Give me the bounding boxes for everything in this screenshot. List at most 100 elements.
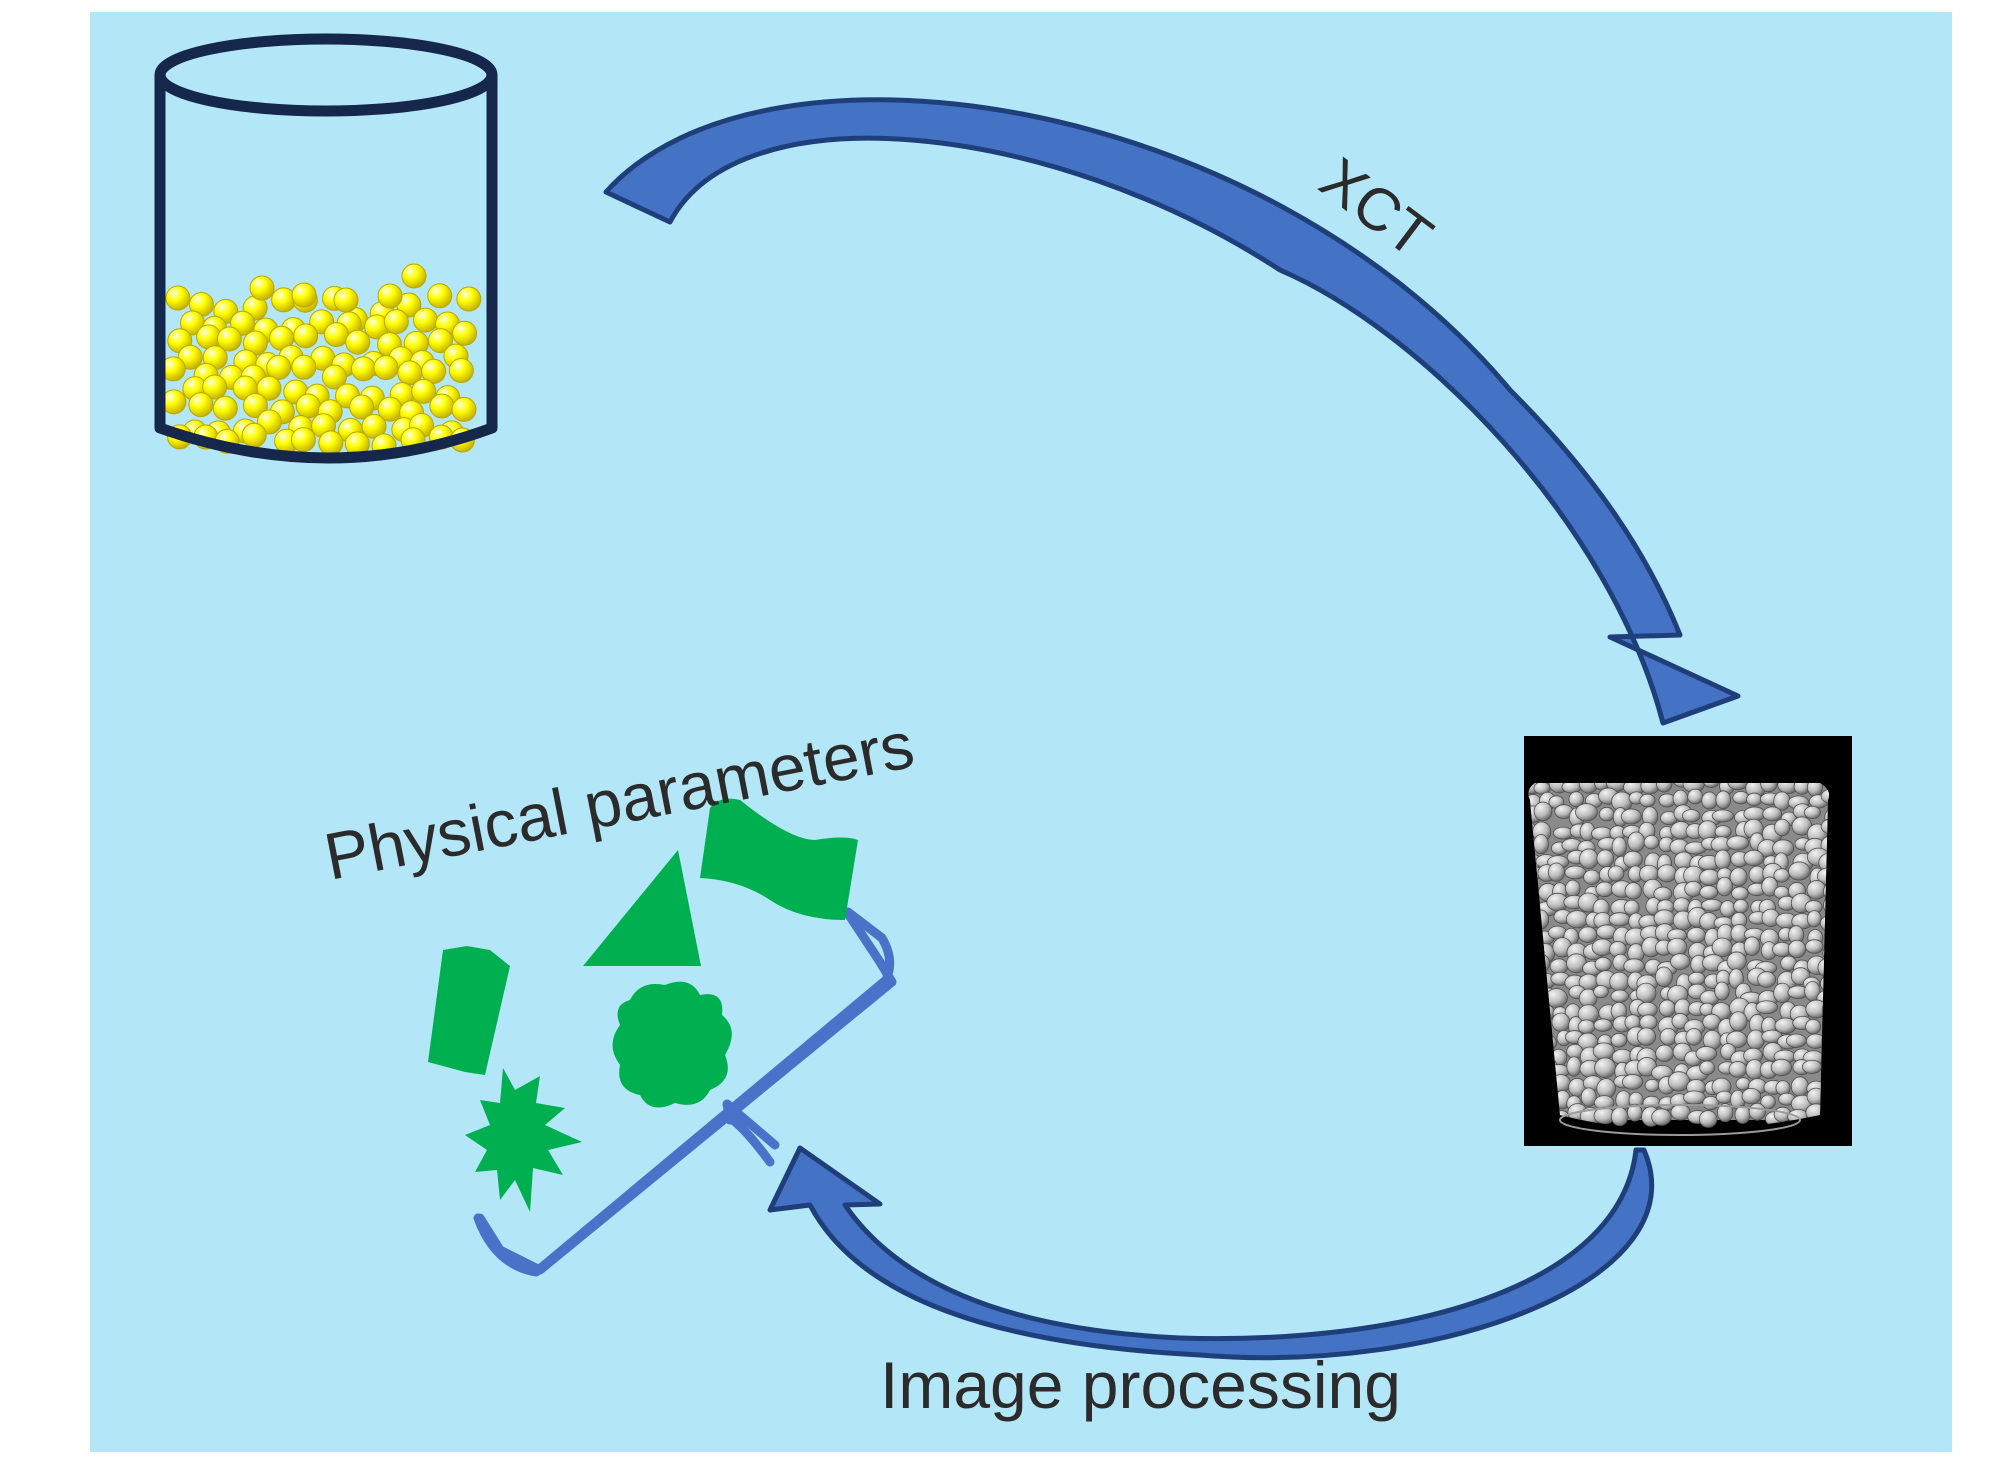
grain-icon	[1651, 1108, 1672, 1126]
grain-icon	[1596, 849, 1615, 868]
particle-icon	[429, 393, 455, 419]
grain-icon	[1610, 1107, 1629, 1127]
grain-icon	[1770, 1058, 1793, 1077]
grain-icon	[1746, 792, 1763, 807]
grain-icon	[1685, 1028, 1703, 1046]
particle-icon	[427, 283, 453, 309]
grain-icon	[1715, 790, 1732, 810]
grain-icon	[1594, 1057, 1617, 1079]
grain-icon	[1644, 1078, 1660, 1092]
grain-icon	[1580, 1087, 1597, 1107]
grain-icon	[1787, 939, 1807, 959]
grain-icon	[1621, 1074, 1644, 1090]
particle-icon	[427, 328, 453, 354]
grain-icon	[1714, 849, 1731, 870]
particle-icon	[401, 263, 427, 289]
grain-icon	[1684, 880, 1703, 897]
xct-scan-image	[1524, 736, 1852, 1146]
grain-icon	[1595, 881, 1614, 898]
particle-icon	[361, 413, 387, 439]
grain-icon	[1743, 849, 1764, 867]
grain-icon	[1761, 876, 1779, 897]
grain-icon	[1714, 981, 1730, 1001]
grain-icon	[1741, 1087, 1762, 1105]
grain-icon	[1639, 793, 1656, 808]
particle-icon	[202, 374, 228, 400]
grain-icon	[1803, 805, 1821, 819]
grain-icon	[1695, 1046, 1718, 1062]
grain-icon	[1654, 966, 1673, 988]
grain-icon	[1643, 834, 1660, 850]
grain-icon	[1636, 1027, 1657, 1046]
grain-icon	[1760, 783, 1778, 793]
flag-shape-icon	[700, 798, 858, 920]
grain-icon	[1806, 910, 1822, 928]
grain-icon	[1627, 831, 1646, 853]
grain-icon	[1682, 809, 1701, 823]
grain-icon	[1790, 1076, 1809, 1097]
particle-icon	[256, 375, 282, 401]
grain-icon	[1806, 880, 1827, 900]
grain-icon	[1578, 926, 1598, 943]
particle-icon	[452, 320, 478, 346]
particle-icon	[165, 285, 191, 311]
grain-icon	[1609, 971, 1630, 992]
grain-icon	[1711, 809, 1735, 823]
grain-icon	[1622, 850, 1643, 868]
grain-icon	[1699, 868, 1721, 886]
particle-icon	[295, 393, 321, 419]
particle-icon	[266, 354, 292, 380]
cloud-shape-icon	[612, 981, 732, 1108]
rectangle-shape-icon	[428, 946, 510, 1075]
background-panel	[90, 12, 1952, 1452]
grain-icon	[1564, 865, 1587, 880]
grain-icon	[1598, 806, 1615, 822]
grain-icon	[1610, 989, 1629, 1003]
grain-icon	[1658, 999, 1676, 1017]
grain-icon	[1533, 801, 1553, 822]
grain-icon	[1727, 783, 1749, 791]
grain-icon	[1683, 1090, 1706, 1105]
grain-icon	[1755, 1000, 1779, 1015]
grain-icon	[1592, 1042, 1615, 1060]
grain-icon	[1748, 1102, 1766, 1121]
particle-icon	[383, 309, 409, 335]
particle-icon	[318, 430, 344, 456]
particle-icon	[290, 427, 316, 453]
particle-icon	[333, 287, 359, 313]
grain-icon	[1687, 788, 1704, 805]
grain-icon	[1624, 882, 1643, 900]
grain-icon	[1611, 836, 1627, 857]
triangle-shape-icon	[583, 850, 701, 966]
grain-icon	[1608, 912, 1631, 927]
grain-icon	[1785, 1033, 1807, 1048]
grain-icon	[1549, 958, 1569, 975]
grain-icon	[1565, 879, 1581, 898]
particle-icon	[271, 287, 297, 313]
grain-icon	[1746, 1029, 1765, 1050]
particle-icon	[291, 282, 317, 308]
grain-icon	[1659, 1027, 1678, 1046]
grain-icon	[1726, 951, 1747, 972]
grain-icon	[1686, 927, 1706, 944]
grain-icon	[1579, 848, 1599, 869]
grain-icon	[1702, 783, 1720, 788]
grain-icon	[1788, 861, 1811, 881]
grain-icon	[1568, 791, 1585, 808]
grain-icon	[1805, 1018, 1822, 1035]
starburst-shape-icon	[465, 1068, 582, 1212]
grain-icon	[1607, 865, 1625, 882]
particle-icon	[350, 356, 376, 382]
grain-icon	[1699, 885, 1719, 900]
grain-icon	[1801, 1059, 1822, 1074]
grain-icon	[1743, 806, 1766, 822]
image-processing-label: Image processing	[880, 1348, 1401, 1422]
grain-icon	[1655, 783, 1673, 793]
particle-icon	[188, 392, 214, 418]
grain-icon	[1655, 1044, 1674, 1062]
grain-icon	[1820, 788, 1829, 804]
grain-icon	[1552, 826, 1574, 840]
particle-icon	[212, 395, 238, 421]
grain-icon	[1639, 1014, 1658, 1031]
